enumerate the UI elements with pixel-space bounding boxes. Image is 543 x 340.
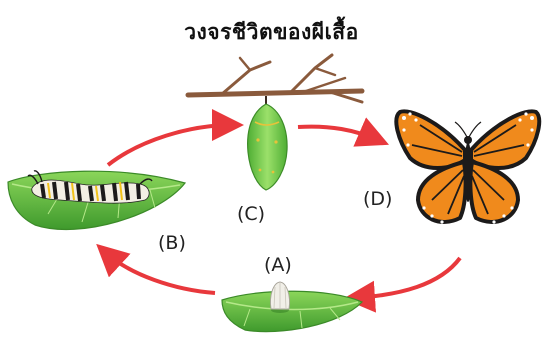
egg bbox=[270, 282, 289, 313]
stage-label-egg: (A) bbox=[264, 254, 292, 276]
arrow-a-to-b bbox=[105, 252, 215, 293]
arrow-b-to-c bbox=[108, 125, 232, 165]
stage-label-chrysalis: (C) bbox=[237, 203, 265, 225]
egg-leaf bbox=[222, 291, 362, 331]
branch bbox=[188, 55, 362, 102]
stage-label-caterpillar: (B) bbox=[158, 232, 186, 254]
chrysalis bbox=[248, 96, 287, 190]
stage-label-butterfly: (D) bbox=[363, 188, 392, 210]
arrow-c-to-d bbox=[298, 127, 378, 140]
butterfly bbox=[396, 111, 539, 223]
arrow-d-to-a bbox=[355, 258, 460, 298]
